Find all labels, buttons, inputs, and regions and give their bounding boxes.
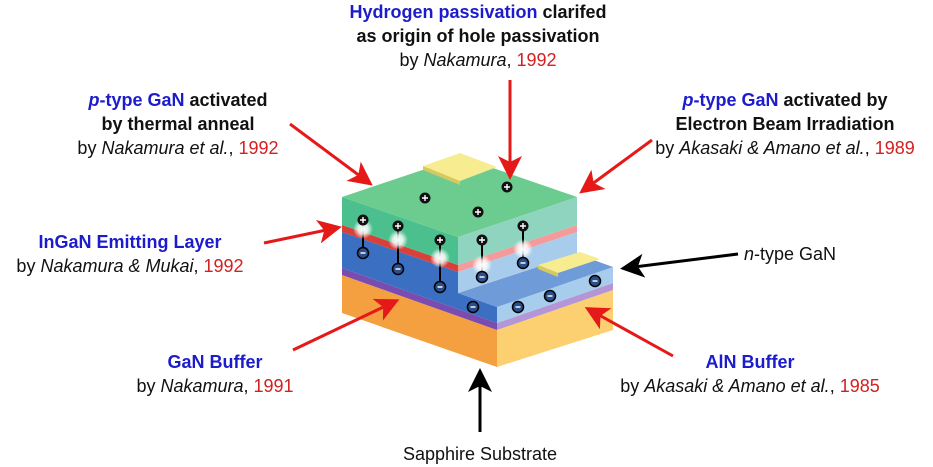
by-label: by — [399, 50, 424, 70]
aln-buffer-term: AlN Buffer — [705, 352, 795, 372]
annotation-n-type-gan: n-type GaN — [744, 242, 836, 266]
n-gan-left — [342, 232, 497, 323]
light-emission-spark-icon — [513, 239, 533, 259]
arrow-aln-buffer — [584, 307, 674, 358]
separator: , — [506, 50, 517, 70]
light-emission-spark-icon — [353, 219, 373, 239]
ebeam-term: -type GaN — [693, 90, 779, 110]
ingan-term: InGaN Emitting Layer — [38, 232, 222, 252]
by-label: by — [77, 138, 102, 158]
by-label: by — [136, 376, 161, 396]
hydrogen-rest: clarifed — [537, 2, 607, 22]
by-label: by — [16, 256, 41, 276]
n-contact-pad — [538, 252, 600, 273]
arrow-thermal-anneal — [289, 122, 373, 186]
arrow-n-type-gan — [620, 252, 739, 278]
p-prefix: p — [88, 90, 100, 110]
thermal-line2: by thermal anneal — [101, 114, 255, 134]
annotation-ingan: InGaN Emitting Layer by Nakamura & Mukai… — [16, 230, 243, 278]
thermal-rest: activated — [184, 90, 268, 110]
aln-buffer-author: Akasaki & Amano et al. — [644, 376, 830, 396]
by-label: by — [655, 138, 680, 158]
annotation-aln-buffer: AlN Buffer by Akasaki & Amano et al., 19… — [620, 350, 880, 398]
thermal-author: Nakamura et al. — [101, 138, 229, 158]
ebeam-rest: activated by — [778, 90, 888, 110]
separator: , — [829, 376, 840, 396]
light-emission-spark-icon — [472, 255, 492, 275]
n-contact-pad-side — [538, 265, 558, 277]
gan-buffer-author: Nakamura — [160, 376, 244, 396]
n-prefix: n — [743, 244, 754, 264]
arrow-gan-buffer — [292, 298, 400, 352]
separator: , — [243, 376, 254, 396]
gan-buffer-term: GaN Buffer — [167, 352, 263, 372]
separator: , — [864, 138, 875, 158]
light-emission-spark-icon — [430, 248, 450, 268]
annotation-gan-buffer: GaN Buffer by Nakamura, 1991 — [136, 350, 293, 398]
ebeam-line2: Electron Beam Irradiation — [675, 114, 895, 134]
hydrogen-year: 1992 — [516, 50, 557, 70]
separator: , — [228, 138, 239, 158]
annotation-thermal-anneal: p-type GaN activated by thermal anneal b… — [77, 88, 278, 160]
arrow-ingan — [263, 219, 342, 245]
p-prefix: p — [682, 90, 694, 110]
annotation-hydrogen-passivation: Hydrogen passivation clarifed as origin … — [349, 0, 606, 72]
ingan-author: Nakamura & Mukai — [40, 256, 194, 276]
gan-buffer-year: 1991 — [253, 376, 294, 396]
aln-buffer-right — [497, 283, 613, 330]
thermal-term: -type GaN — [99, 90, 185, 110]
ebeam-author: Akasaki & Amano et al. — [679, 138, 865, 158]
sapphire-substrate-left — [342, 275, 497, 367]
n-type-label: -type GaN — [753, 244, 837, 264]
hydrogen-line2: as origin of hole passivation — [356, 26, 600, 46]
thermal-year: 1992 — [238, 138, 279, 158]
annotation-sapphire-substrate: Sapphire Substrate — [403, 442, 557, 466]
p-contact-pad-side — [423, 166, 460, 185]
sapphire-substrate-right — [497, 290, 613, 367]
ingan-year: 1992 — [203, 256, 244, 276]
mesa-p-gan-face — [458, 197, 577, 265]
by-label: by — [620, 376, 645, 396]
light-emission-spark-icon — [388, 230, 408, 250]
aln-buffer-left — [342, 268, 497, 330]
aln-buffer-year: 1985 — [839, 376, 880, 396]
p-contact-pad — [423, 153, 497, 181]
ebeam-year: 1989 — [874, 138, 915, 158]
hydrogen-term: Hydrogen passivation — [349, 2, 538, 22]
arrow-electron-beam — [579, 138, 653, 194]
substrate-label: Sapphire Substrate — [402, 444, 558, 464]
annotation-electron-beam: p-type GaN activated by Electron Beam Ir… — [655, 88, 915, 160]
hydrogen-author: Nakamura — [423, 50, 507, 70]
separator: , — [193, 256, 204, 276]
